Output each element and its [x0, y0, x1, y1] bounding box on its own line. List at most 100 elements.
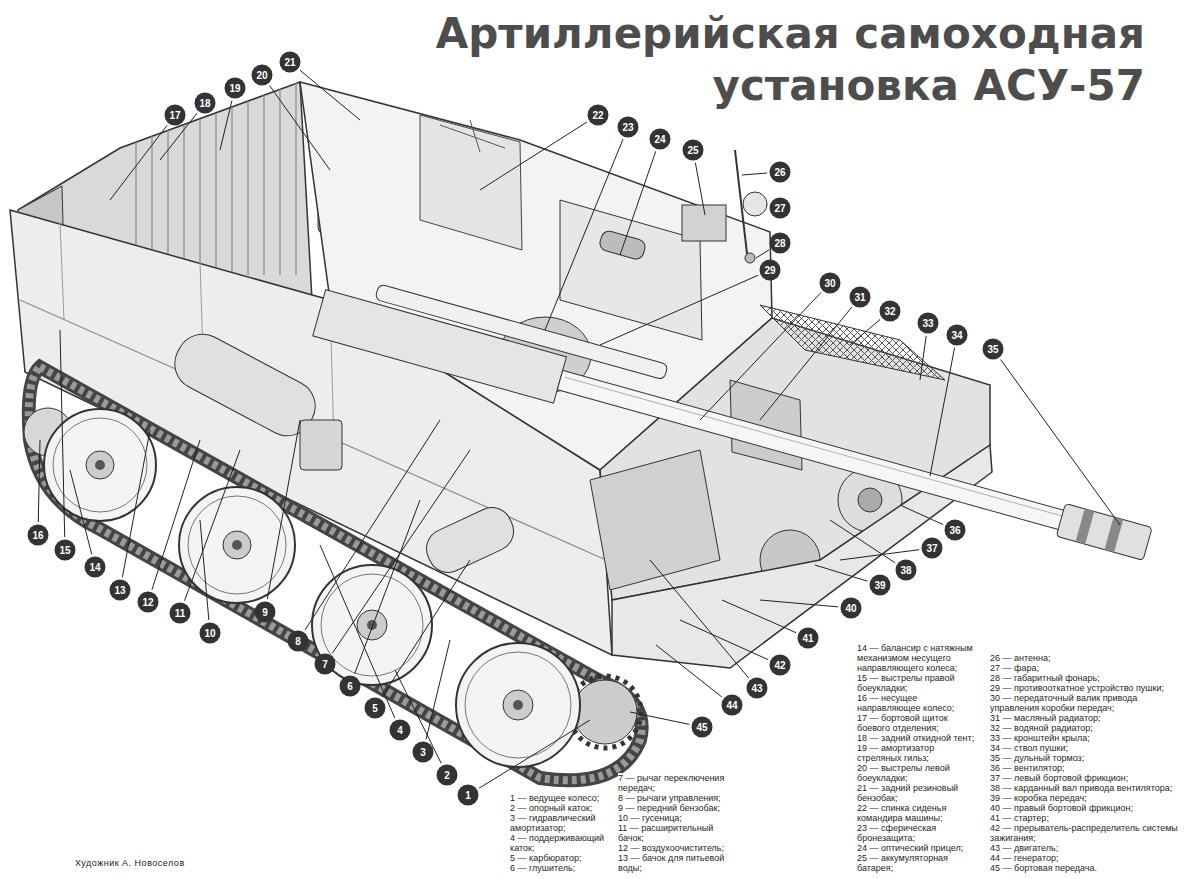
callout-number-text: 21	[279, 57, 301, 68]
callout-disc	[618, 117, 639, 138]
leader-line	[479, 720, 590, 788]
callout-number-text: 3	[412, 747, 434, 758]
leader-line	[382, 560, 470, 697]
leader-line	[695, 163, 705, 215]
callout-number: 44	[721, 694, 743, 716]
clearance-lamp	[745, 253, 755, 263]
callout-number: 16	[27, 524, 49, 546]
parts-key-entry: 31 — масляный радиатор;	[990, 713, 1182, 723]
tent-pleats	[136, 83, 296, 275]
fan-hub	[858, 488, 882, 512]
muzzle-slot	[1076, 509, 1095, 544]
callout-number-text: 11	[169, 608, 191, 619]
parts-key-entry: 8 — рычаги управления;	[618, 793, 728, 803]
leader-line	[305, 420, 440, 630]
callout-disc	[880, 301, 901, 322]
leader-line	[220, 101, 232, 150]
callout-number: 14	[84, 556, 106, 578]
callout-disc	[458, 785, 479, 806]
callout-number: 35	[982, 338, 1004, 360]
callout-disc	[922, 538, 943, 559]
callout-disc	[770, 198, 791, 219]
callout-number: 26	[769, 161, 791, 183]
box-marking	[440, 120, 505, 152]
callout-number-text: 36	[944, 525, 966, 536]
callout-number: 22	[587, 104, 609, 126]
callout-number-text: 42	[769, 660, 791, 671]
callout-number-text: 34	[946, 330, 968, 341]
parts-key-entry: 3 — гидравлический амортизатор;	[510, 813, 614, 833]
callout-number-text: 6	[339, 681, 361, 692]
parts-key-entry: 45 — бортовая передача.	[990, 863, 1182, 873]
wheel-hub	[86, 451, 114, 479]
wheel-hub	[503, 690, 533, 720]
callout-disc	[770, 162, 791, 183]
leader-line	[545, 139, 623, 330]
leader-line	[152, 440, 200, 590]
parts-key-column: 1 — ведущее колесо;2 — опорный каток;3 —…	[510, 793, 614, 873]
leader-line	[270, 86, 330, 170]
callout-number: 23	[617, 116, 639, 138]
wheel-hub	[357, 610, 387, 640]
callout-disc	[170, 603, 191, 624]
leader-line	[395, 670, 441, 763]
callout-number-text: 1	[457, 790, 479, 801]
callout-number: 33	[917, 312, 939, 334]
leader-line	[930, 348, 955, 476]
callout-disc	[413, 742, 434, 763]
callout-disc	[850, 287, 871, 308]
callout-disc	[280, 52, 301, 73]
callout-number-text: 20	[251, 70, 273, 81]
road-wheel	[312, 565, 432, 685]
callout-number: 8	[287, 630, 309, 652]
leader-line	[200, 520, 209, 620]
leader-line	[630, 712, 689, 724]
parts-key-entry: 24 — оптический прицел;	[857, 843, 979, 853]
callout-number: 5	[364, 697, 386, 719]
parts-key-entry: 30 — передаточный валик привода управлен…	[990, 693, 1182, 713]
muzzle-slot	[1104, 517, 1123, 552]
wheel-axle	[513, 700, 523, 710]
callout-disc	[85, 557, 106, 578]
parts-key-entry: 34 — ствол пушки;	[990, 743, 1182, 753]
callout-number-text: 27	[769, 203, 791, 214]
parts-key-entry: 40 — правый бортовой фрикцион;	[990, 803, 1182, 813]
leader-line	[60, 330, 65, 537]
callout-disc	[650, 129, 671, 150]
callout-number: 37	[921, 537, 943, 559]
callout-number-text: 39	[869, 580, 891, 591]
parts-key-entry: 18 — задний откидной тент;	[857, 733, 979, 743]
leader-line	[38, 440, 40, 522]
parts-key-entry: 17 — бортовой щиток боевого отделения;	[857, 713, 979, 733]
callout-number: 39	[869, 574, 891, 596]
parts-key-entry: 23 — сферическая бронезащита;	[857, 823, 979, 843]
parts-key-entry: 37 — левый бортовой фрикцион;	[990, 773, 1182, 783]
parts-key-entry: 39 — коробка передач;	[990, 793, 1182, 803]
stowage-box	[420, 115, 522, 250]
callout-disc	[722, 695, 743, 716]
callout-number: 11	[169, 602, 191, 624]
parts-key-entry: 42 — прерыватель-распределитель системы …	[990, 823, 1182, 843]
parts-key-entry: 44 — генератор;	[990, 853, 1182, 863]
parts-key-entry: 36 — вентилятор;	[990, 763, 1182, 773]
engine-block	[590, 450, 720, 590]
callout-number: 9	[254, 601, 276, 623]
callout-disc	[28, 525, 49, 546]
diagram-title: Артиллерийская самоходная установка АСУ-…	[380, 8, 1145, 112]
parts-key-entry: 10 — гусеница;	[618, 813, 728, 823]
callout-number-text: 18	[194, 98, 216, 109]
callout-number: 24	[649, 128, 671, 150]
callout-disc	[770, 233, 791, 254]
leader-line	[680, 620, 768, 660]
callout-number: 34	[946, 324, 968, 346]
air-cleaner	[420, 501, 520, 579]
callout-number-text: 35	[982, 344, 1004, 355]
callout-disc	[770, 655, 791, 676]
callout-disc	[841, 598, 862, 619]
callout-disc	[896, 560, 917, 581]
parts-key-entry: 6 — глушитель;	[510, 863, 614, 873]
callout-number-text: 29	[759, 265, 781, 276]
road-wheel	[456, 643, 580, 767]
leader-line	[815, 565, 868, 581]
parts-key-entry: 28 — габаритный фонарь;	[990, 673, 1182, 683]
